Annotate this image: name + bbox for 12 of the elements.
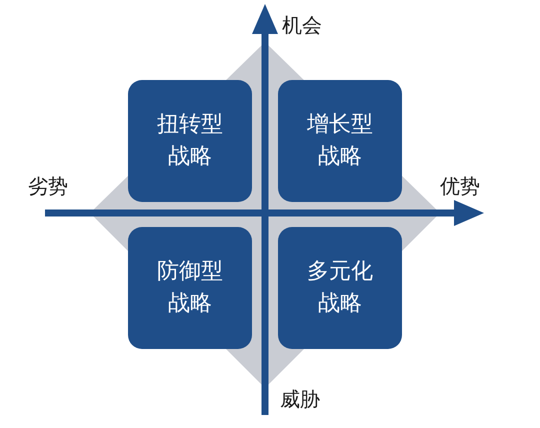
axis-label: 劣势 [28,173,68,200]
strategy-box [278,227,402,349]
strategy-box [128,80,252,202]
strategy-box [128,227,252,349]
axis-label: 优势 [440,173,480,200]
strategy-label: 增长型战略 [306,111,374,171]
strategy-label: 防御型战略 [156,258,224,318]
strategy-label: 扭转型战略 [156,111,224,171]
strategy-box [278,80,402,202]
strategy-label: 多元化战略 [306,258,374,318]
axis-label: 威胁 [280,386,320,413]
axis-label: 机会 [282,12,322,39]
